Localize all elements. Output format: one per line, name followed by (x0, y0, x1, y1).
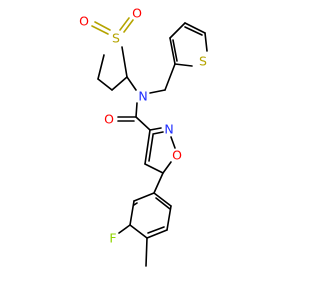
bond-lines (97, 22, 208, 267)
bond (94, 21, 111, 31)
sulfone-double-bonds (91, 17, 134, 35)
bond (146, 229, 168, 239)
atom-thiophene-s: S (199, 54, 207, 69)
bond (164, 63, 176, 91)
bond (169, 37, 176, 65)
atom-fluorine: F (109, 231, 116, 246)
atom-isoxazole-o: O (172, 148, 182, 163)
bond (126, 76, 137, 91)
atom-sulfone-s: S (112, 31, 120, 46)
atom-amide-n: N (138, 89, 147, 104)
atom-isoxazole-n: N (164, 122, 173, 137)
bond (118, 224, 131, 234)
bond (123, 19, 134, 33)
atom-sulfone-o-right: O (132, 6, 142, 21)
bond (144, 163, 164, 174)
bond (204, 32, 208, 52)
bond (133, 202, 138, 206)
bond (149, 127, 162, 131)
bond (149, 89, 166, 94)
bond (152, 131, 164, 135)
bond (153, 192, 172, 207)
bond (144, 129, 151, 165)
bond (145, 237, 148, 267)
bond (111, 76, 128, 91)
bond (169, 22, 186, 39)
bond (172, 39, 178, 62)
bond (174, 63, 193, 67)
bond (184, 26, 203, 36)
bond (166, 205, 172, 231)
bond (119, 17, 130, 31)
atom-sulfone-o-left: O (79, 14, 89, 29)
bond (155, 197, 171, 210)
bond (148, 134, 154, 162)
bond (135, 116, 151, 131)
bond (91, 25, 109, 35)
bond (170, 136, 176, 149)
bond (135, 102, 138, 118)
bond (133, 192, 155, 202)
bond (129, 224, 148, 239)
bond (153, 172, 164, 194)
bond (121, 46, 128, 78)
bond (97, 54, 105, 80)
bond (97, 78, 113, 91)
atom-carbonyl-o: O (104, 112, 114, 127)
molecule-structure: S O O N S O N O F (79, 6, 208, 267)
bond (162, 161, 172, 174)
bond (147, 226, 165, 234)
bond (184, 22, 206, 34)
